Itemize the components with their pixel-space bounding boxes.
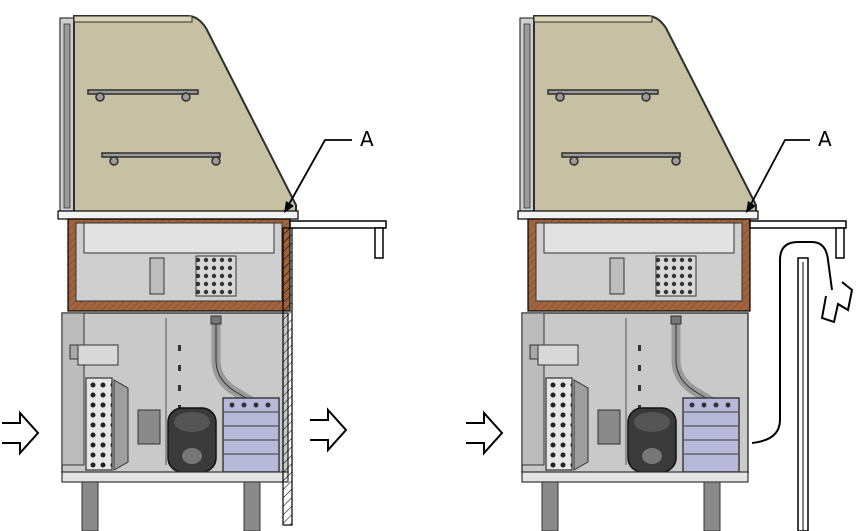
right-counter-extension	[749, 220, 847, 259]
right-unit	[518, 16, 758, 531]
arrow-in-icon	[1, 412, 39, 454]
callout-arrow-icon	[284, 139, 352, 213]
callout-arrow-right-icon	[746, 139, 810, 213]
arrow-in-right-icon	[465, 412, 503, 454]
callout-label-left: A	[360, 127, 374, 151]
air-duct	[751, 241, 833, 531]
arrow-out-icon	[309, 409, 347, 451]
callout-label-right: A	[818, 127, 832, 151]
left-unit	[58, 16, 298, 531]
exhaust-arrow-icon	[820, 281, 854, 324]
left-counter-extension	[289, 220, 387, 259]
wall-panel	[282, 227, 293, 526]
